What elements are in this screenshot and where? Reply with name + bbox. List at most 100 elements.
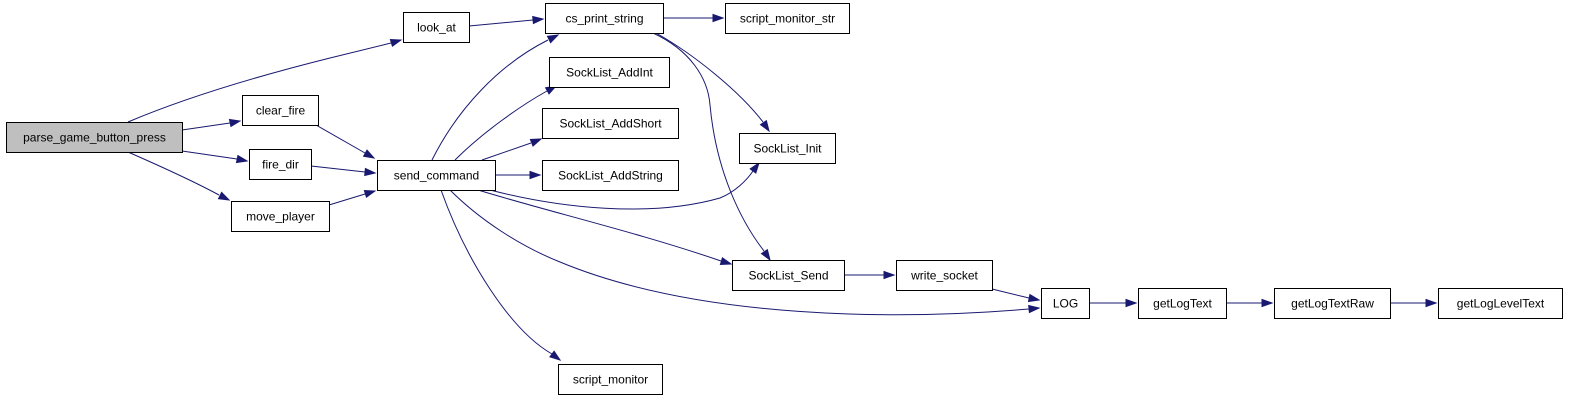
node-SockList_AddString[interactable]: SockList_AddString (542, 160, 679, 191)
arrow-head-icon (1028, 304, 1041, 314)
edge-send_command-to-script_monitor (440, 189, 562, 361)
edge-line (127, 42, 392, 123)
arrow-head-icon (1261, 298, 1274, 308)
edge-cs_print_string-to-SockList_Send (652, 32, 771, 262)
node-fire_dir[interactable]: fire_dir (249, 149, 312, 180)
node-getLogLevelText[interactable]: getLogLevelText (1438, 288, 1563, 319)
edge-line (315, 124, 366, 154)
node-box[interactable] (377, 160, 496, 191)
node-box[interactable] (242, 95, 319, 126)
node-box[interactable] (545, 3, 664, 34)
arrow-head-icon (217, 191, 231, 201)
node-box[interactable] (1438, 288, 1563, 319)
edge-line (477, 189, 722, 262)
edge-look_at-to-cs_print_string (468, 15, 545, 27)
node-label: LOG (1053, 297, 1078, 311)
edge-getLogText-to-getLogTextRaw (1226, 298, 1274, 308)
node-label: SockList_Init (753, 142, 822, 156)
edge-line (328, 193, 366, 206)
node-parse_game_button_press[interactable]: parse_game_button_press (6, 122, 183, 153)
node-getLogTextRaw[interactable]: getLogTextRaw (1274, 288, 1391, 319)
edge-send_command-to-SockList_Send (477, 189, 733, 266)
node-SockList_AddInt[interactable]: SockList_AddInt (549, 57, 670, 88)
node-box[interactable] (542, 160, 679, 191)
arrow-head-icon (719, 256, 733, 266)
node-label: getLogTextRaw (1291, 297, 1374, 311)
edge-getLogTextRaw-to-getLogLevelText (1390, 298, 1438, 308)
edge-send_command-to-SockList_AddString (495, 170, 542, 180)
node-label: clear_fire (256, 104, 306, 118)
arrow-head-icon (364, 167, 377, 177)
edge-SockList_Send-to-write_socket (844, 270, 896, 280)
arrow-head-icon (363, 189, 377, 199)
arrow-head-icon (529, 138, 543, 147)
node-box[interactable] (896, 260, 993, 291)
arrow-head-icon (1425, 298, 1438, 308)
arrow-head-icon (549, 350, 562, 361)
node-look_at[interactable]: look_at (403, 12, 470, 43)
edge-line (127, 151, 220, 196)
node-move_player[interactable]: move_player (231, 201, 330, 232)
arrow-head-icon (235, 154, 249, 164)
node-box[interactable] (1274, 288, 1391, 319)
node-label: script_monitor (573, 373, 648, 387)
node-box[interactable] (6, 122, 183, 153)
node-box[interactable] (1041, 288, 1090, 319)
edge-fire_dir-to-send_command (310, 165, 377, 177)
nodes-layer: parse_game_button_press look_at clear_fire… (6, 3, 1563, 395)
node-label: fire_dir (262, 158, 299, 172)
arrow-head-icon (389, 38, 403, 48)
edge-parse_game_button_press-to-move_player (127, 151, 231, 201)
edges-layer (127, 13, 1438, 361)
node-box[interactable] (732, 260, 845, 291)
node-write_socket[interactable]: write_socket (896, 260, 993, 291)
node-script_monitor[interactable]: script_monitor (558, 364, 663, 395)
arrow-head-icon (759, 119, 770, 133)
node-box[interactable] (231, 201, 330, 232)
edge-line (449, 189, 1030, 316)
node-box[interactable] (249, 149, 312, 180)
node-label: look_at (417, 21, 456, 35)
edge-line (655, 32, 764, 123)
node-SockList_AddShort[interactable]: SockList_AddShort (542, 108, 679, 139)
node-SockList_Send[interactable]: SockList_Send (732, 260, 845, 291)
node-box[interactable] (558, 364, 663, 395)
node-label: cs_print_string (565, 12, 643, 26)
edge-line (481, 142, 532, 161)
node-box[interactable] (403, 12, 470, 43)
node-label: move_player (246, 210, 315, 224)
node-box[interactable] (725, 3, 850, 34)
edge-LOG-to-getLogText (1089, 298, 1138, 308)
edge-line (440, 189, 553, 355)
node-SockList_Init[interactable]: SockList_Init (739, 133, 836, 164)
edge-parse_game_button_press-to-fire_dir (181, 150, 249, 164)
arrow-head-icon (228, 118, 242, 128)
node-label: script_monitor_str (740, 12, 835, 26)
node-label: parse_game_button_press (23, 131, 166, 145)
edge-line (310, 165, 366, 173)
edge-line (454, 90, 548, 161)
edge-cs_print_string-to-SockList_Init (655, 32, 770, 133)
node-box[interactable] (739, 133, 836, 164)
edge-line (181, 122, 231, 131)
node-LOG[interactable]: LOG (1041, 288, 1090, 319)
node-box[interactable] (549, 57, 670, 88)
edge-send_command-to-SockList_AddShort (481, 138, 543, 161)
arrow-head-icon (760, 248, 771, 262)
edge-line (991, 288, 1030, 299)
node-clear_fire[interactable]: clear_fire (242, 95, 319, 126)
edge-parse_game_button_press-to-clear_fire (181, 118, 242, 131)
edge-send_command-to-cs_print_string (431, 34, 560, 161)
edge-write_socket-to-LOG (991, 288, 1041, 303)
node-label: getLogLevelText (1457, 297, 1545, 311)
node-send_command[interactable]: send_command (377, 160, 496, 191)
node-label: SockList_AddShort (559, 117, 662, 131)
node-box[interactable] (542, 108, 679, 139)
node-script_monitor_str[interactable]: script_monitor_str (725, 3, 850, 34)
edge-send_command-to-SockList_AddInt (454, 85, 558, 161)
node-getLogText[interactable]: getLogText (1138, 288, 1227, 319)
arrow-head-icon (712, 13, 725, 23)
node-cs_print_string[interactable]: cs_print_string (545, 3, 664, 34)
node-box[interactable] (1138, 288, 1227, 319)
